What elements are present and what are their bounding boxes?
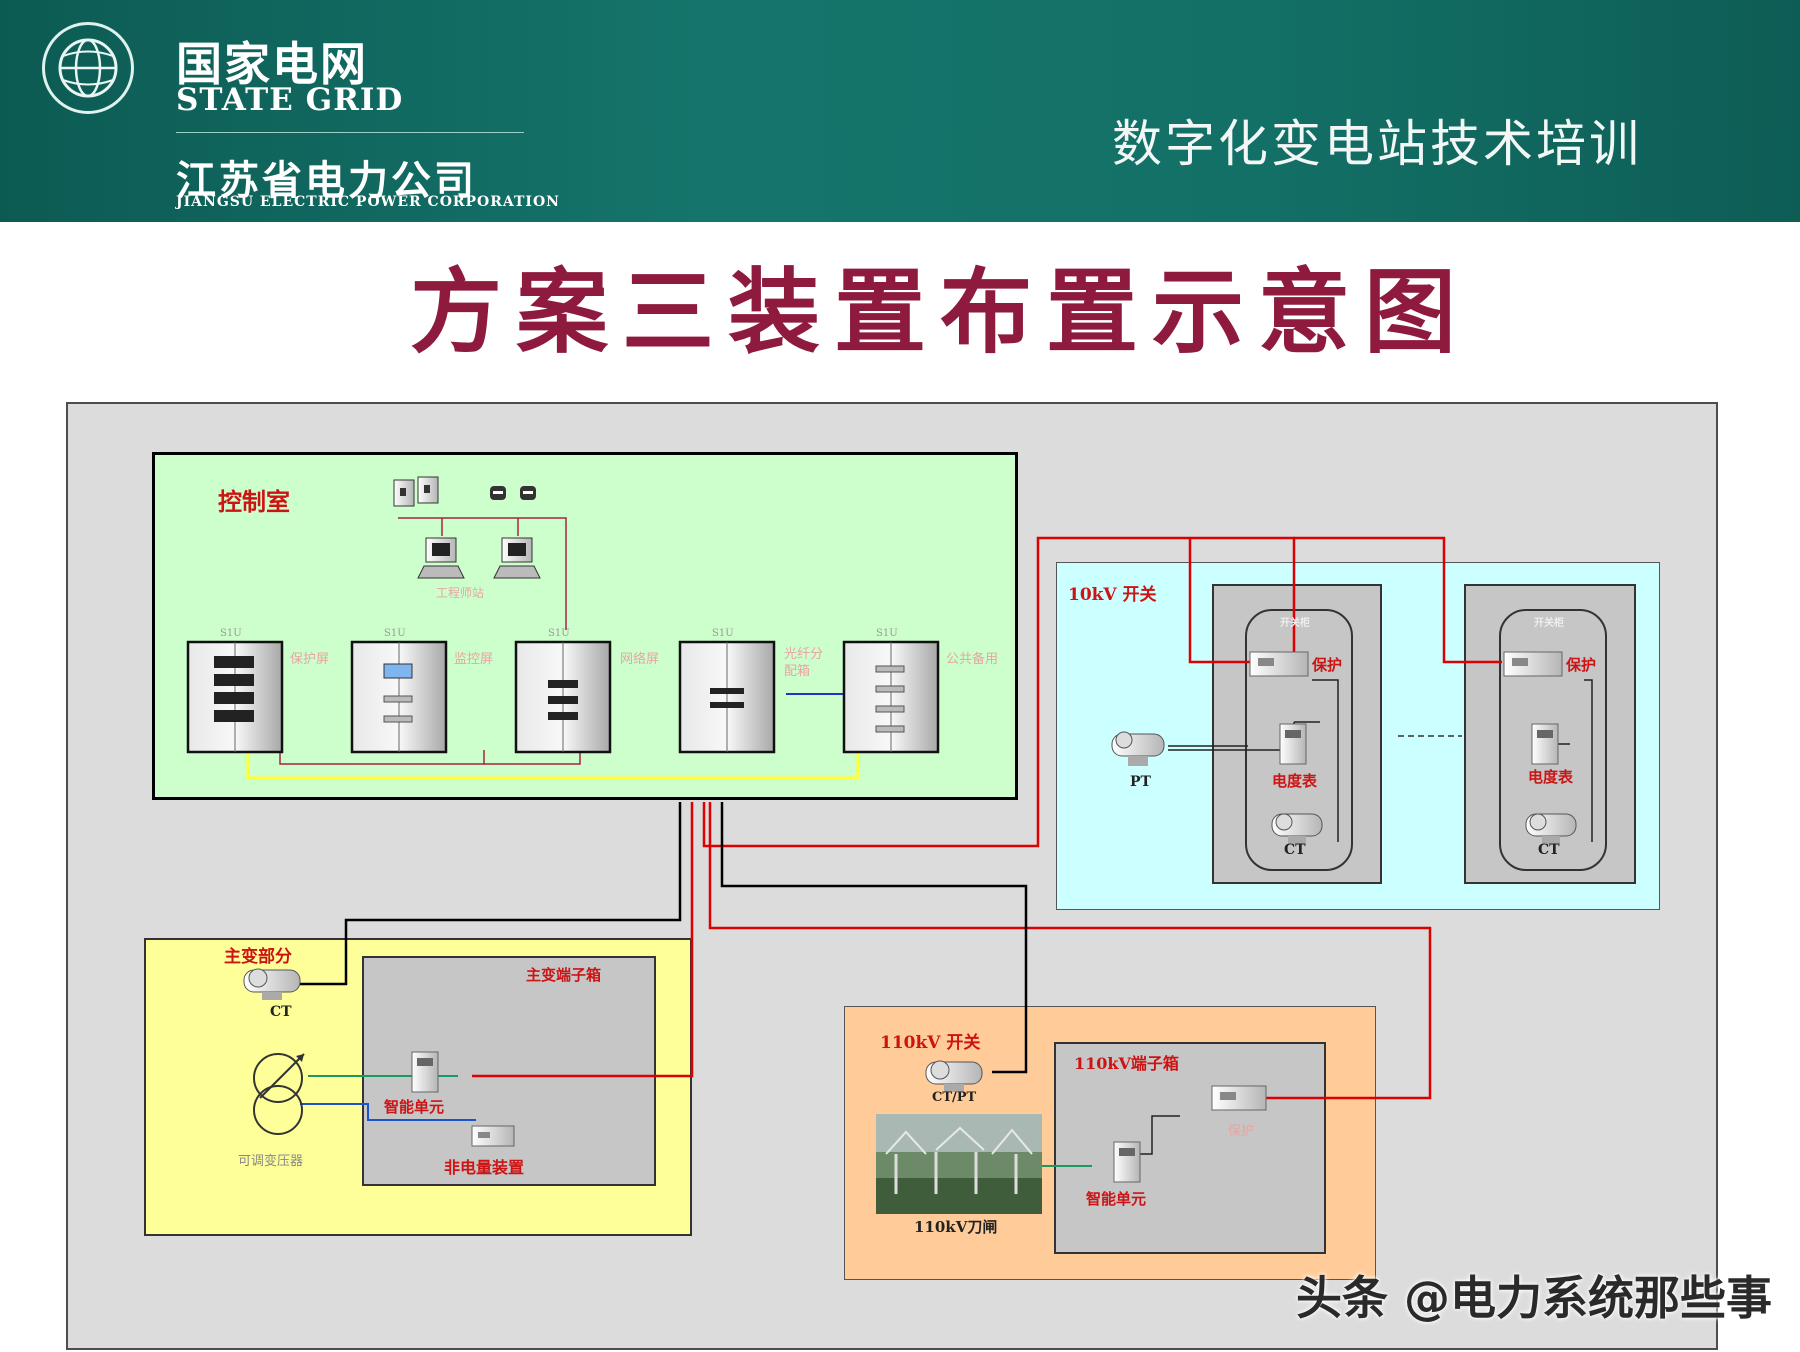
ct-device-icon xyxy=(243,968,301,1000)
cabinet-top-label: S1U xyxy=(220,628,242,639)
fiber-panel-label: 光纤分配箱 xyxy=(784,647,824,679)
terminal-box-label: 主变端子箱 xyxy=(526,966,602,984)
transformer-icon xyxy=(253,1053,305,1135)
cabinet-spare xyxy=(842,640,940,754)
company-name-en: STATE GRID xyxy=(176,82,404,118)
cabinet-monitoring xyxy=(350,640,448,754)
workstation-icon xyxy=(493,537,541,579)
protection-label: 保护 xyxy=(1228,1124,1255,1139)
cabinet-top-label: S1U xyxy=(384,628,406,639)
branch-name-cn: 江苏省电力公司 xyxy=(176,158,477,204)
header-divider xyxy=(176,132,524,133)
state-grid-logo-icon xyxy=(42,22,134,114)
cabinet-side-label: 监控屏 xyxy=(454,652,494,667)
layout-diagram: 控制室 工程师站 S1U S1U S1U S1U S1U 保护屏 监控屏 网络屏… xyxy=(66,402,1718,1350)
terminal-box-label: 110kV端子箱 xyxy=(1074,1054,1179,1073)
protection-device-icon xyxy=(1211,1085,1267,1111)
nonelectric-label: 非电量装置 xyxy=(444,1158,525,1177)
energy-meter-icon xyxy=(1279,723,1307,765)
switch-device-icon xyxy=(490,486,536,500)
slide-title: 方案三装置布置示意图 xyxy=(409,258,1470,366)
pt-label: PT xyxy=(1130,774,1151,790)
disconnector-photo xyxy=(876,1114,1042,1214)
smart-unit-icon xyxy=(1113,1141,1141,1183)
cabinet-network xyxy=(514,640,612,754)
switch-110kv-label: 110kV 开关 xyxy=(880,1033,981,1053)
ct-label: CT xyxy=(1538,842,1560,858)
transformer-label: 可调变压器 xyxy=(238,1154,304,1169)
photo-caption: 110kV刀闸 xyxy=(914,1218,998,1236)
smart-unit-label: 智能单元 xyxy=(1086,1190,1147,1208)
relay-label: 保护 xyxy=(1312,656,1343,674)
diagram-drawing xyxy=(186,476,1607,1214)
header-band: 国家电网 STATE GRID 江苏省电力公司 JIANGSU ELECTRIC… xyxy=(0,0,1800,222)
workstation-icon xyxy=(417,537,465,579)
bay-1-frame xyxy=(1245,609,1353,871)
control-room-label: 控制室 xyxy=(218,487,290,516)
main-transformer-label: 主变部分 xyxy=(224,947,292,967)
cabinet-top-label: S1U xyxy=(548,628,570,639)
ctpt-device-icon xyxy=(925,1060,983,1092)
meter-label: 电度表 xyxy=(1528,768,1574,786)
main-transformer-terminal-box xyxy=(362,956,656,1186)
bus-wire xyxy=(246,750,860,780)
cabinet-protection xyxy=(186,640,284,754)
ct-label: CT xyxy=(1284,842,1306,858)
relay-device-icon xyxy=(1503,651,1563,677)
server-tower-icon xyxy=(393,476,439,507)
workstation-label: 工程师站 xyxy=(436,586,485,600)
watermark: 头条 @电力系统那些事 xyxy=(1296,1271,1773,1325)
ctpt-label: CT/PT xyxy=(932,1090,977,1105)
cabinet-top-label: S1U xyxy=(876,628,898,639)
branch-name-en: JIANGSU ELECTRIC POWER CORPORATION xyxy=(176,194,560,210)
cabinet-top-label: S1U xyxy=(712,628,734,639)
cabinet-side-label: 保护屏 xyxy=(290,652,330,667)
cabinet-side-label: 网络屏 xyxy=(620,652,660,667)
course-title: 数字化变电站技术培训 xyxy=(1112,115,1642,173)
company-name-cn: 国家电网 xyxy=(176,37,368,91)
cabinet-side-label: 公共备用 xyxy=(946,652,999,667)
bay-header-label: 开关柜 xyxy=(1534,618,1564,629)
cabinet-fiber xyxy=(678,640,776,754)
relay-label: 保护 xyxy=(1566,656,1597,674)
ct-label: CT xyxy=(270,1004,292,1020)
smart-unit-icon xyxy=(411,1051,439,1093)
smart-unit-label: 智能单元 xyxy=(384,1098,445,1116)
pt-device-icon xyxy=(1111,731,1165,766)
bay-header-label: 开关柜 xyxy=(1280,618,1310,629)
fiber-wiring xyxy=(300,802,1028,1074)
nonelectric-device-icon xyxy=(471,1125,515,1147)
ct-device-icon xyxy=(1525,813,1577,844)
relay-device-icon xyxy=(1249,651,1309,677)
terminal-box-110kv xyxy=(1054,1042,1326,1254)
energy-meter-icon xyxy=(1531,723,1559,765)
ct-device-icon xyxy=(1271,813,1323,844)
switch-10kv-label: 10kV 开关 xyxy=(1068,585,1157,605)
meter-label: 电度表 xyxy=(1272,772,1318,790)
bay-2-frame xyxy=(1499,609,1607,871)
